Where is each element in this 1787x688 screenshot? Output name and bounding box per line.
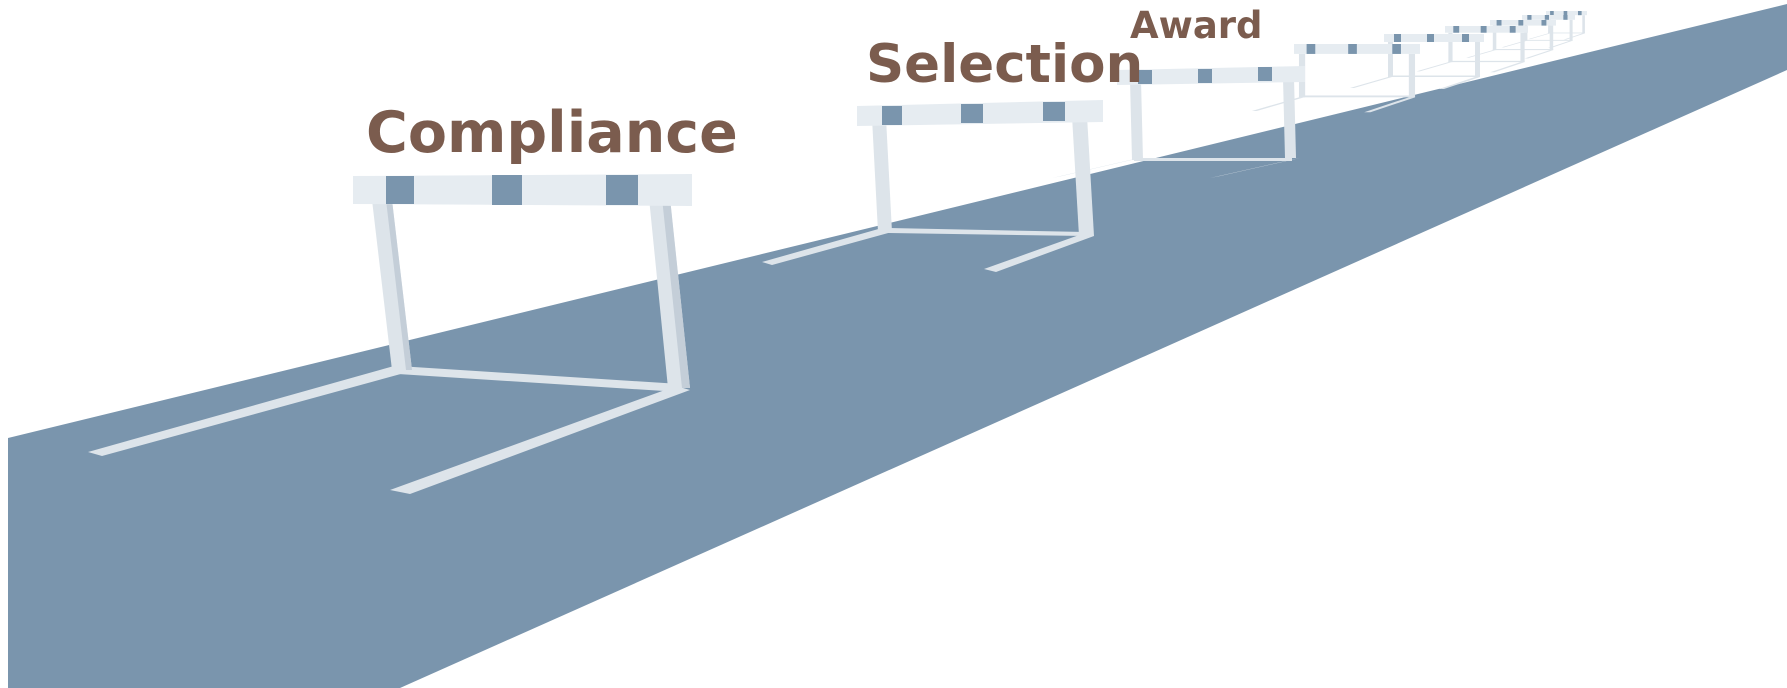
selection-label: Selection: [866, 34, 1143, 95]
compliance-label: Compliance: [366, 100, 738, 166]
award-label: Award: [1130, 4, 1263, 47]
